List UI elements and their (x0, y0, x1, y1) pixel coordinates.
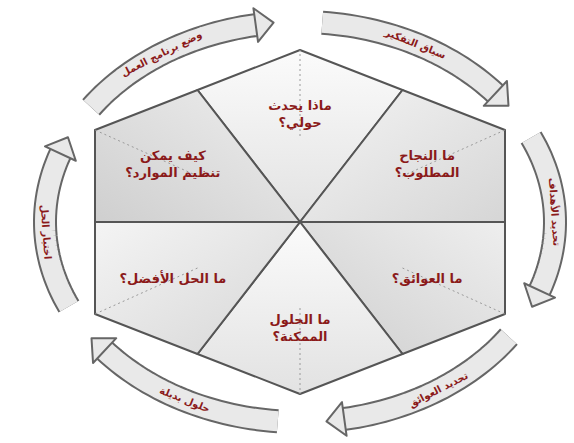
arrow-head (253, 8, 273, 42)
question-text: ما العوائق؟ (392, 271, 463, 288)
question-face: ما الحل الأفضل؟ (117, 269, 228, 290)
question-text: ماذا يحدث حولي؟ (246, 98, 354, 132)
question-face: ما الحلول الممكنة؟ (244, 310, 356, 348)
arrow-head (484, 81, 509, 106)
arrow-head (524, 283, 555, 306)
question-face: ماذا يحدث حولي؟ (244, 96, 356, 134)
arrow-body (322, 23, 495, 94)
question-text: ما الحل الأفضل؟ (119, 271, 226, 288)
question-face: كيف يمكن تنظيم الموارد؟ (117, 146, 229, 184)
cycle-arrows (45, 8, 555, 436)
cube-edges (95, 50, 505, 394)
arrow-outline (105, 351, 278, 422)
arrow-head (326, 402, 346, 436)
arrow-outline (344, 337, 509, 419)
arrow-body (105, 351, 278, 422)
question-text: كيف يمكن تنظيم الموارد؟ (119, 148, 227, 182)
cycle-arrow (322, 23, 508, 106)
arrow-label: وضع برنامج العمل (116, 27, 206, 81)
question-face: ما النجاح المطلوب؟ (371, 146, 483, 184)
arrow-outline (91, 25, 256, 107)
arrow-body (344, 337, 509, 419)
arrow-body (91, 25, 256, 107)
question-text: ما النجاح المطلوب؟ (373, 148, 481, 182)
arrow-head (45, 137, 76, 160)
cycle-arrow (92, 338, 278, 421)
cube-face (95, 222, 300, 354)
arrow-outline (322, 23, 495, 94)
question-face: ما العوائق؟ (390, 269, 465, 290)
arrow-head (92, 338, 117, 363)
cube-faces (95, 50, 505, 394)
question-text: ما الحلول الممكنة؟ (246, 312, 354, 346)
cycle-arrow (91, 8, 273, 107)
cycle-arrow (326, 337, 508, 436)
